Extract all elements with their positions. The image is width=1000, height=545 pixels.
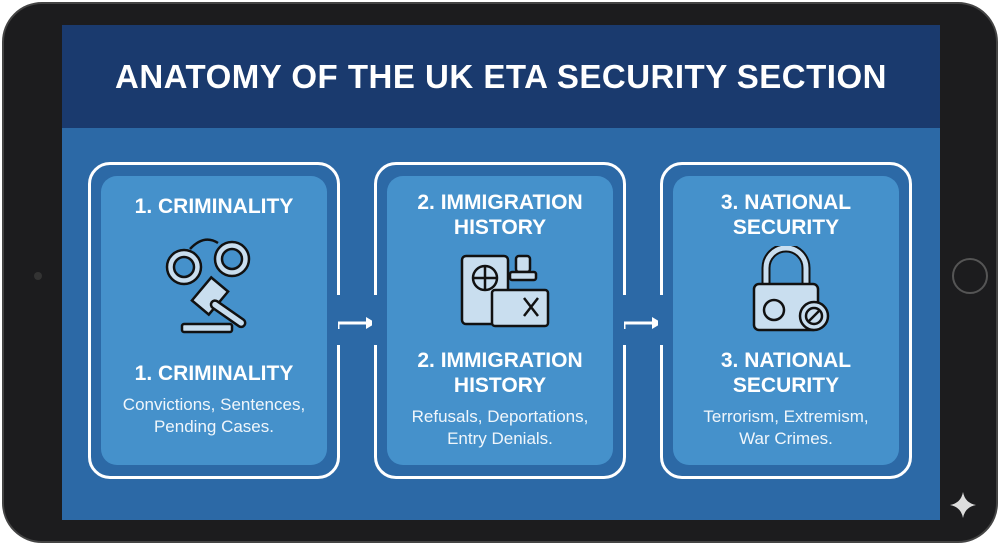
page-title: ANATOMY OF THE UK ETA SECURITY SECTION — [115, 57, 887, 95]
card-description: Convictions, Sentences, Pending Cases. — [123, 394, 305, 438]
title-line: HISTORY — [453, 374, 547, 397]
padlock-bomb-icon — [752, 246, 830, 332]
card-panel: 2. IMMIGRATION HISTORY 2. IMMIGRATION HI… — [387, 176, 613, 465]
card-heading: 1. CRIMINALITY — [134, 362, 294, 385]
description-line: Convictions, Sentences, — [122, 395, 306, 414]
description-line: Pending Cases. — [153, 417, 274, 436]
passport-stamp-icon — [460, 254, 550, 328]
arrow-right-icon — [624, 317, 662, 329]
title-line: 3. NATIONAL — [720, 191, 852, 214]
border-gap — [622, 295, 630, 345]
card-panel: 3. NATIONAL SECURITY 3. NATIONAL SECURIT… — [673, 176, 899, 465]
camera — [34, 272, 42, 280]
card-criminality: 1. CRIMINALITY 1. CRIMINALITY Conviction… — [88, 162, 340, 479]
arrow-right-icon — [338, 317, 376, 329]
card-panel: 1. CRIMINALITY 1. CRIMINALITY Conviction… — [101, 176, 327, 465]
card-description: Refusals, Deportations, Entry Denials. — [412, 406, 589, 450]
title-line: 2. IMMIGRATION — [417, 349, 583, 372]
description-line: War Crimes. — [739, 429, 833, 448]
handcuffs-gavel-icon — [165, 238, 251, 334]
title-line: HISTORY — [453, 216, 547, 239]
description-line: Entry Denials. — [447, 429, 553, 448]
header: ANATOMY OF THE UK ETA SECURITY SECTION — [62, 25, 940, 128]
title-line: SECURITY — [732, 374, 840, 397]
border-gap — [658, 295, 666, 345]
sparkle-icon — [950, 492, 976, 518]
description-line: Terrorism, Extremism, — [703, 407, 869, 426]
home-button[interactable] — [952, 258, 988, 294]
description-line: Refusals, Deportations, — [411, 407, 589, 426]
border-gap — [372, 295, 380, 345]
card-national-security: 3. NATIONAL SECURITY 3. NATIONAL SECURIT… — [660, 162, 912, 479]
title-line: 2. IMMIGRATION — [417, 191, 583, 214]
border-gap — [336, 295, 344, 345]
card-heading: 2. IMMIGRATION HISTORY — [417, 348, 582, 398]
infographic-screen: ANATOMY OF THE UK ETA SECURITY SECTION 1… — [62, 25, 940, 520]
title-line: SECURITY — [732, 216, 840, 239]
card-title: 2. IMMIGRATION HISTORY — [417, 190, 582, 240]
card-description: Terrorism, Extremism, War Crimes. — [703, 406, 868, 450]
card-heading: 3. NATIONAL SECURITY — [721, 348, 851, 398]
card-title: 1. CRIMINALITY — [134, 195, 294, 218]
title-line: 3. NATIONAL — [720, 349, 852, 372]
card-immigration-history: 2. IMMIGRATION HISTORY 2. IMMIGRATION HI… — [374, 162, 626, 479]
card-title: 3. NATIONAL SECURITY — [721, 190, 851, 240]
